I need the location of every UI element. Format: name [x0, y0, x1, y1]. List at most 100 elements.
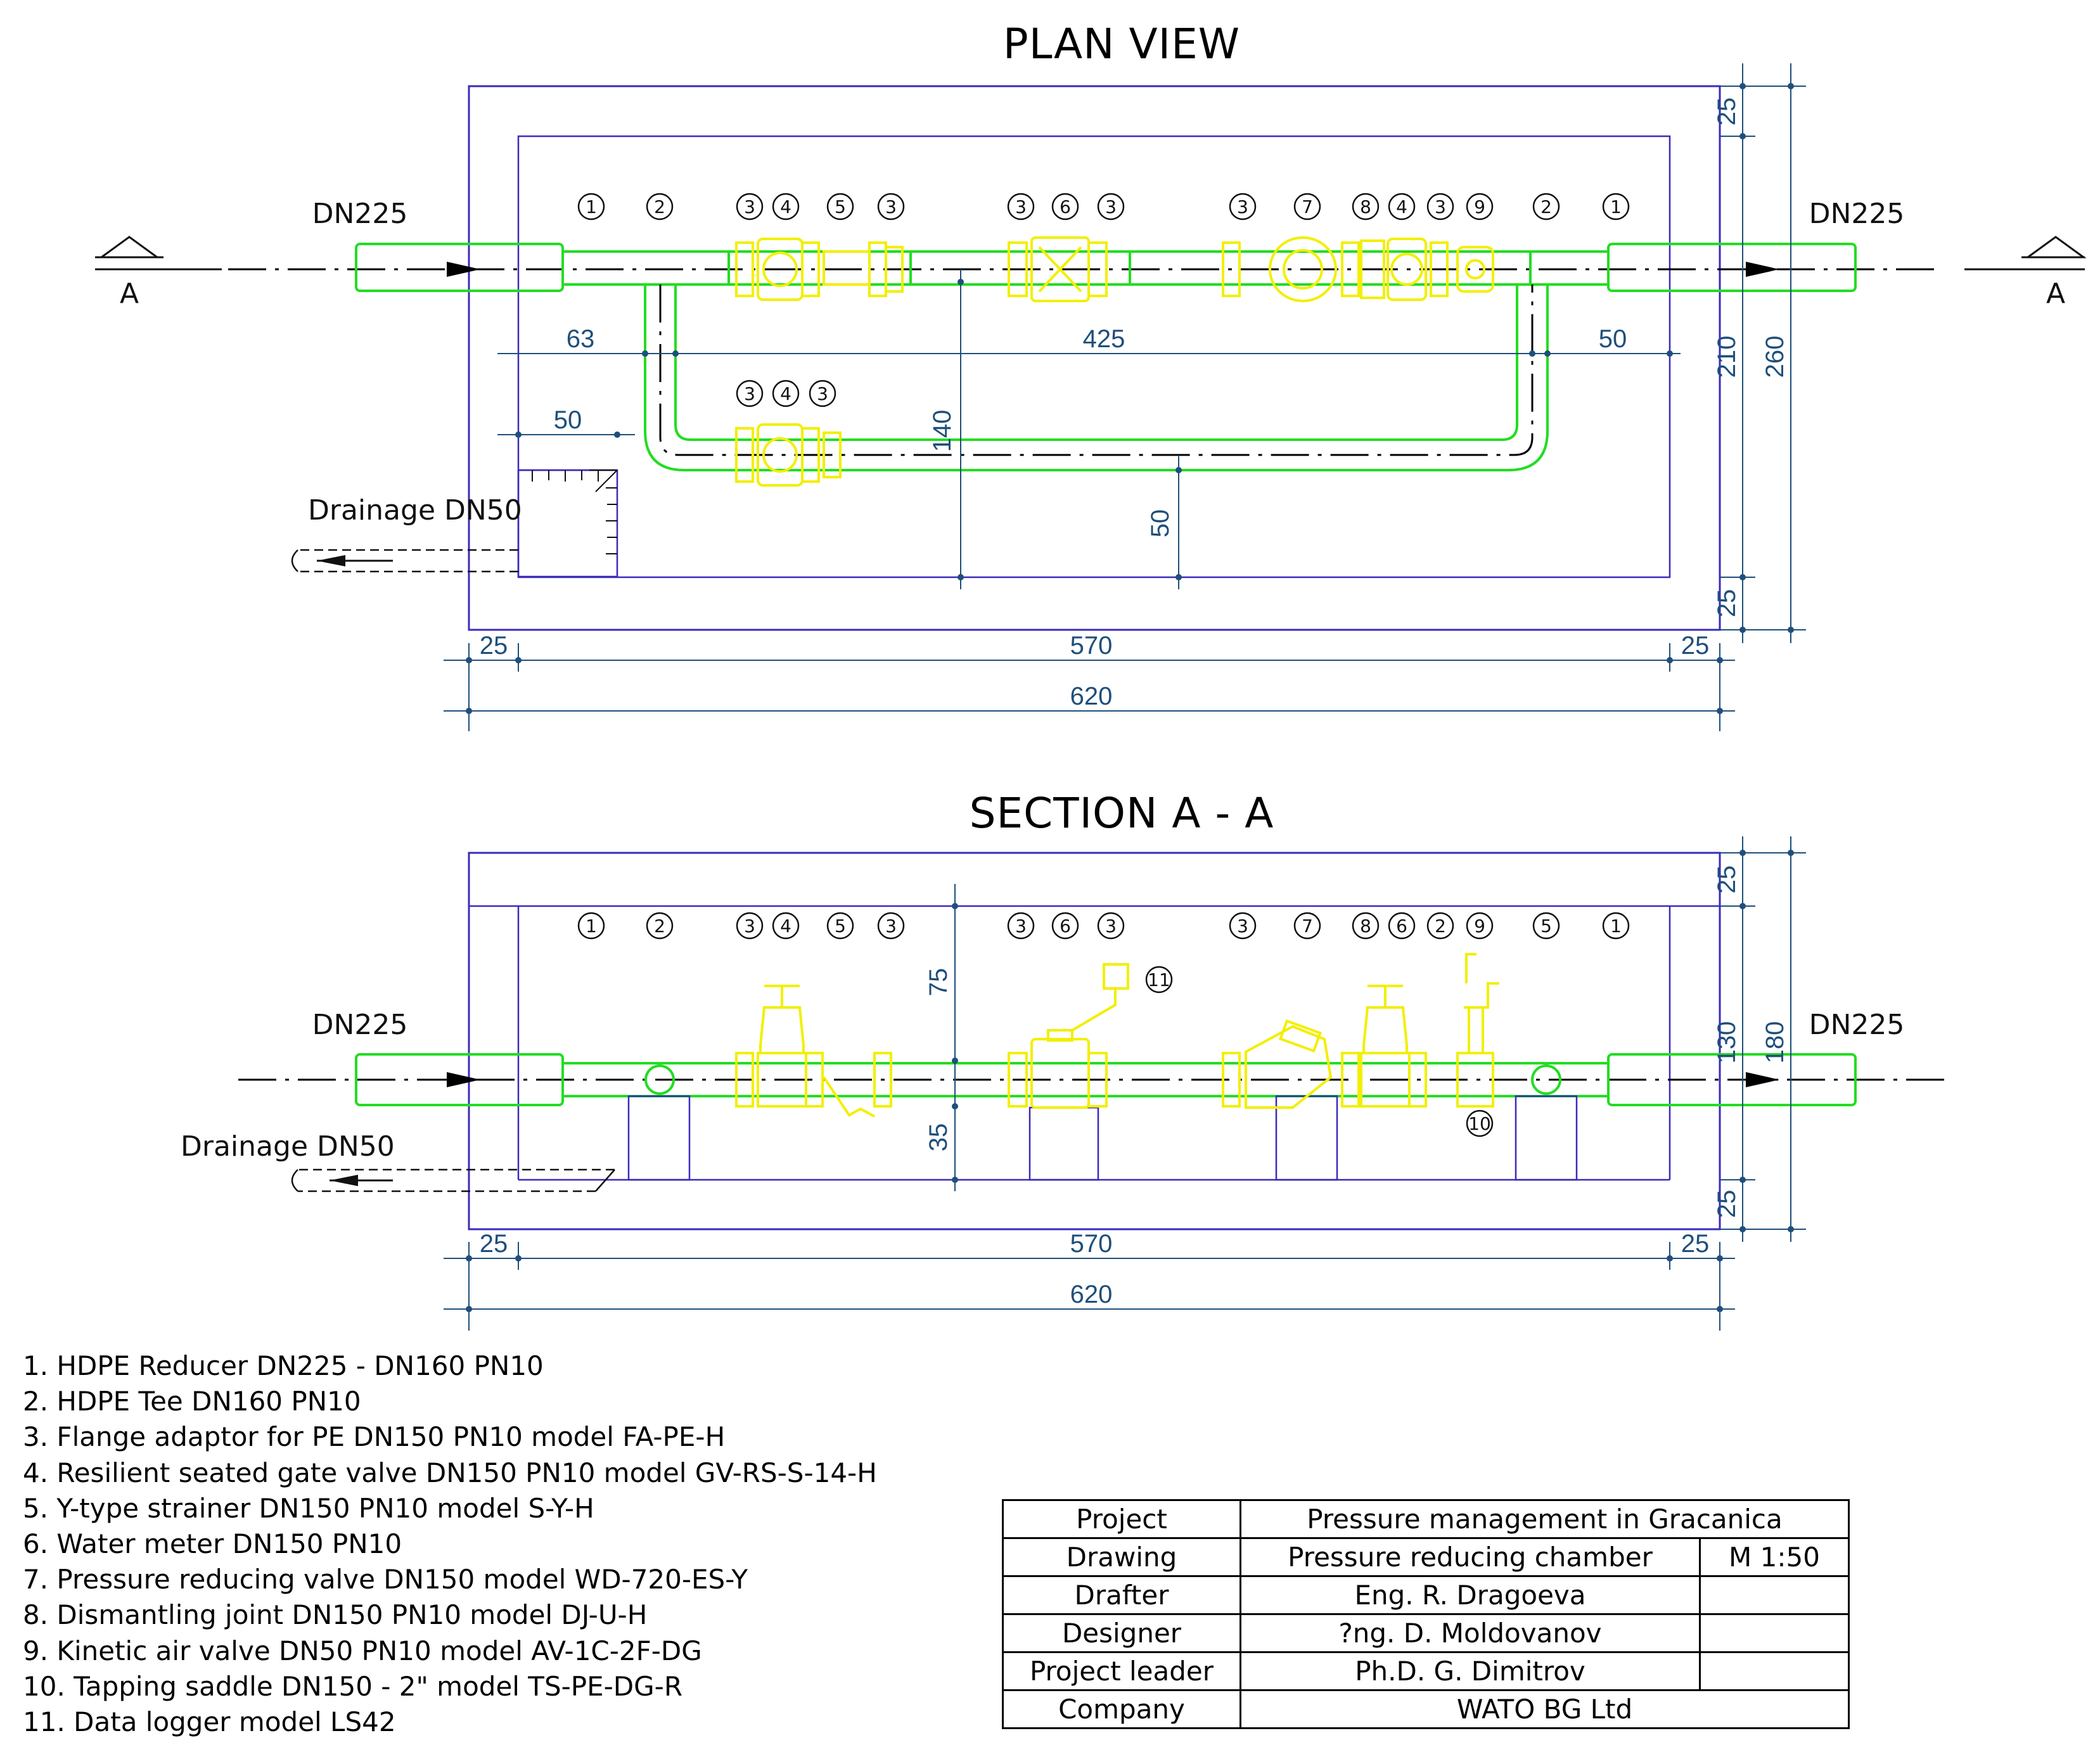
plan-prv-group [1222, 236, 1494, 302]
svg-text:2: 2 [1435, 916, 1446, 936]
svg-text:3: 3 [1435, 196, 1446, 217]
svg-text:25: 25 [1713, 866, 1741, 894]
leader-value: Ph.D. G. Dimitrov [1239, 1651, 1701, 1691]
section-supports [627, 1095, 1578, 1181]
plan-drainage-label: Drainage DN50 [308, 494, 522, 527]
plan-outer-wall [468, 85, 1721, 631]
svg-text:2: 2 [654, 916, 665, 936]
svg-text:1: 1 [1610, 196, 1622, 217]
svg-text:25: 25 [1681, 632, 1710, 660]
svg-text:620: 620 [1070, 1281, 1113, 1308]
svg-text:620: 620 [1070, 682, 1113, 710]
title-block-row: Designer ?ng. D. Moldovanov [1002, 1613, 1850, 1653]
svg-text:8: 8 [1360, 196, 1371, 217]
legend-item: 4. Resilient seated gate valve DN150 PN1… [23, 1457, 877, 1488]
svg-text:50: 50 [554, 406, 582, 434]
svg-text:3: 3 [1105, 196, 1117, 217]
section-drainage-label: Drainage DN50 [181, 1130, 395, 1163]
project-label: Project [1002, 1499, 1241, 1539]
svg-text:50: 50 [1599, 325, 1627, 353]
section-dimensions: 75 35 25 130 180 25 25 570 25 620 [444, 836, 1806, 1331]
plan-drainage-sump [517, 469, 618, 578]
section-marker-left: A [95, 236, 222, 310]
svg-text:3: 3 [1105, 916, 1117, 936]
section-outer-wall [468, 852, 1721, 1230]
svg-text:5: 5 [1540, 916, 1552, 936]
section-prv-group [1222, 985, 1427, 1109]
section-gate-valve-left [735, 985, 892, 1118]
section-water-meter [1008, 1029, 1108, 1109]
plan-dimensions: 63 425 50 50 140 50 25 210 260 25 25 570… [444, 63, 1806, 731]
svg-text:25: 25 [1713, 98, 1741, 126]
section-air-valve [1456, 953, 1499, 1108]
legend-item: 2. HDPE Tee DN160 PN10 [23, 1386, 361, 1417]
svg-text:3: 3 [1237, 196, 1248, 217]
svg-text:50: 50 [1146, 509, 1174, 538]
parts-legend: 1. HDPE Reducer DN225 - DN160 PN10 2. HD… [23, 1348, 877, 1740]
title-block: Project Pressure management in Gracanica… [1002, 1499, 1850, 1729]
svg-text:2: 2 [1540, 196, 1552, 217]
drawing-label: Drawing [1002, 1537, 1241, 1577]
svg-text:4: 4 [780, 196, 791, 217]
company-label: Company [1002, 1689, 1241, 1729]
section-marker-right: A [1964, 236, 2087, 310]
svg-text:8: 8 [1360, 916, 1371, 936]
title-block-row: Drawing Pressure reducing chamber M 1:50 [1002, 1537, 1850, 1577]
plan-drainage-pipe [291, 549, 518, 573]
svg-text:3: 3 [1015, 916, 1027, 936]
svg-text:210: 210 [1713, 336, 1741, 378]
company-value: WATO BG Ltd [1239, 1689, 1850, 1729]
legend-item: 7. Pressure reducing valve DN150 model W… [23, 1564, 748, 1595]
svg-text:35: 35 [925, 1123, 952, 1152]
svg-text:25: 25 [1713, 1190, 1741, 1218]
section-data-logger [1071, 963, 1129, 1032]
svg-text:25: 25 [1713, 589, 1741, 618]
section-marker-left-label: A [120, 278, 139, 310]
section-inlet-label: DN225 [312, 1009, 408, 1041]
svg-text:3: 3 [885, 196, 897, 217]
project-value: Pressure management in Gracanica [1239, 1499, 1850, 1539]
title-block-row: Project Pressure management in Gracanica [1002, 1499, 1850, 1539]
drawing-value: Pressure reducing chamber [1239, 1537, 1701, 1577]
svg-text:4: 4 [780, 383, 791, 404]
svg-text:1: 1 [1610, 916, 1622, 936]
svg-text:25: 25 [480, 632, 508, 660]
svg-text:6: 6 [1060, 916, 1071, 936]
legend-item: 6. Water meter DN150 PN10 [23, 1528, 402, 1560]
svg-text:10: 10 [1468, 1113, 1491, 1134]
plan-outlet-label: DN225 [1809, 198, 1905, 230]
svg-text:9: 9 [1474, 196, 1485, 217]
drafter-value: Eng. R. Dragoeva [1239, 1575, 1701, 1615]
section-main-pipeline [238, 1053, 1945, 1106]
svg-text:5: 5 [835, 916, 846, 936]
plan-valve-group-left [735, 238, 904, 301]
title-block-row: Project leader Ph.D. G. Dimitrov [1002, 1651, 1850, 1691]
legend-item: 3. Flange adaptor for PE DN150 PN10 mode… [23, 1421, 726, 1453]
plan-bubbles-bypass: 3 4 3 [736, 380, 836, 407]
svg-text:3: 3 [744, 383, 755, 404]
section-bubbles: 1 2 3 4 5 3 3 6 3 3 7 8 6 2 9 5 1 11 10 [577, 912, 1630, 1137]
empty-cell [1699, 1613, 1850, 1653]
svg-text:1: 1 [586, 196, 597, 217]
svg-text:4: 4 [1396, 196, 1407, 217]
svg-text:6: 6 [1060, 196, 1071, 217]
legend-item: 1. HDPE Reducer DN225 - DN160 PN10 [23, 1350, 544, 1381]
scale-value: M 1:50 [1699, 1537, 1850, 1577]
plan-bypass-valve [735, 423, 842, 487]
section-title: SECTION A - A [970, 789, 1274, 838]
legend-item: 10. Tapping saddle DN150 - 2" model TS-P… [23, 1670, 683, 1702]
title-block-row: Drafter Eng. R. Dragoeva [1002, 1575, 1850, 1615]
section-drainage-pipe [291, 1168, 615, 1192]
svg-text:3: 3 [817, 383, 828, 404]
svg-text:6: 6 [1396, 916, 1407, 936]
svg-text:4: 4 [780, 916, 791, 936]
svg-text:75: 75 [925, 968, 952, 997]
designer-label: Designer [1002, 1613, 1241, 1653]
svg-text:140: 140 [928, 410, 956, 452]
svg-text:7: 7 [1302, 196, 1313, 217]
svg-text:570: 570 [1070, 632, 1113, 660]
svg-text:11: 11 [1148, 969, 1170, 990]
plan-inlet-label: DN225 [312, 198, 408, 230]
legend-item: 9. Kinetic air valve DN50 PN10 model AV-… [23, 1635, 702, 1666]
svg-text:3: 3 [1237, 916, 1248, 936]
